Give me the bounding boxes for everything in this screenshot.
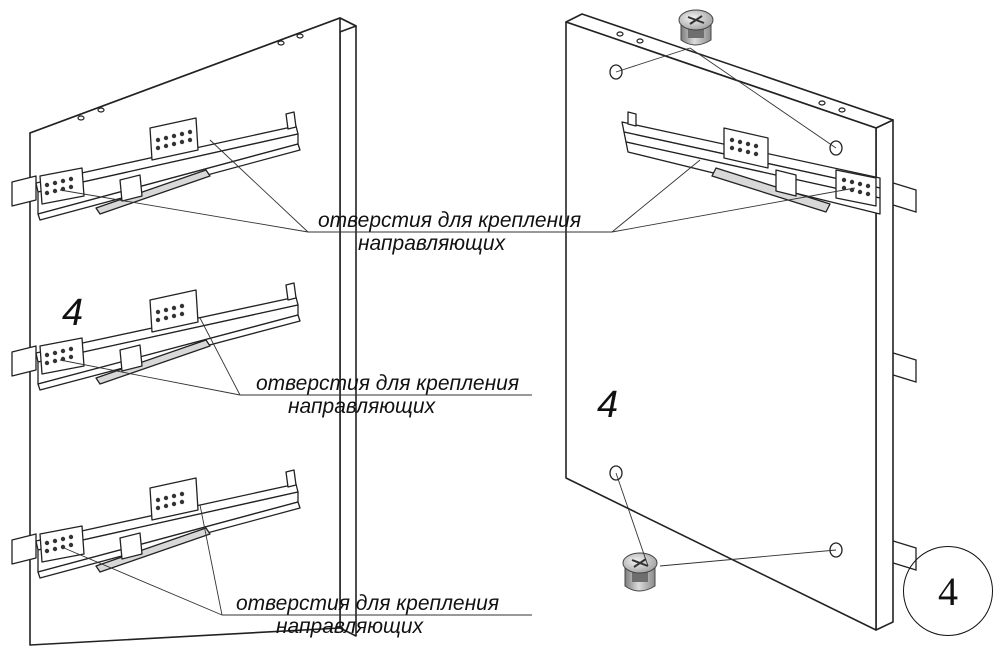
slide-screw-holes: [729, 137, 871, 197]
callout-slide-holes-bottom: отверстия для крепления направляющих: [236, 593, 499, 637]
callout-line1: отверстия для крепления: [318, 209, 582, 232]
drawer-slide: [621, 111, 881, 215]
left-panel-label: 4: [62, 292, 84, 334]
step-number-circle: 4: [903, 546, 993, 636]
slide-screw-holes: [44, 491, 185, 554]
right-panel-edge-holes: [616, 31, 846, 113]
drawer-slide: [11, 282, 301, 391]
callout-line1: отверстия для крепления: [236, 592, 500, 615]
cam-fitting-bottom: [622, 552, 658, 592]
callout-line2: направляющих: [288, 395, 436, 418]
step-number: 4: [938, 568, 958, 614]
left-panel-side-edge: [339, 17, 357, 637]
left-panel: [11, 17, 357, 646]
slide-screw-holes: [44, 129, 193, 196]
cam-fitting-top: [678, 9, 714, 46]
left-panel-edge-holes: [77, 33, 304, 121]
rail-ends-behind: [889, 181, 917, 571]
right-panel-label: 4: [597, 384, 619, 426]
callout-slide-holes-top: отверстия для крепления направляющих: [318, 210, 581, 254]
callout-line2: направляющих: [358, 232, 506, 255]
callout-slide-holes-middle: отверстия для крепления направляющих: [256, 373, 519, 417]
right-panel: [565, 13, 917, 631]
callout-line2: направляющих: [276, 615, 424, 638]
callout-line1: отверстия для крепления: [256, 372, 520, 395]
drawer-slide: [11, 469, 301, 579]
right-panel-face: [565, 21, 877, 631]
leader-lines: [59, 47, 856, 616]
